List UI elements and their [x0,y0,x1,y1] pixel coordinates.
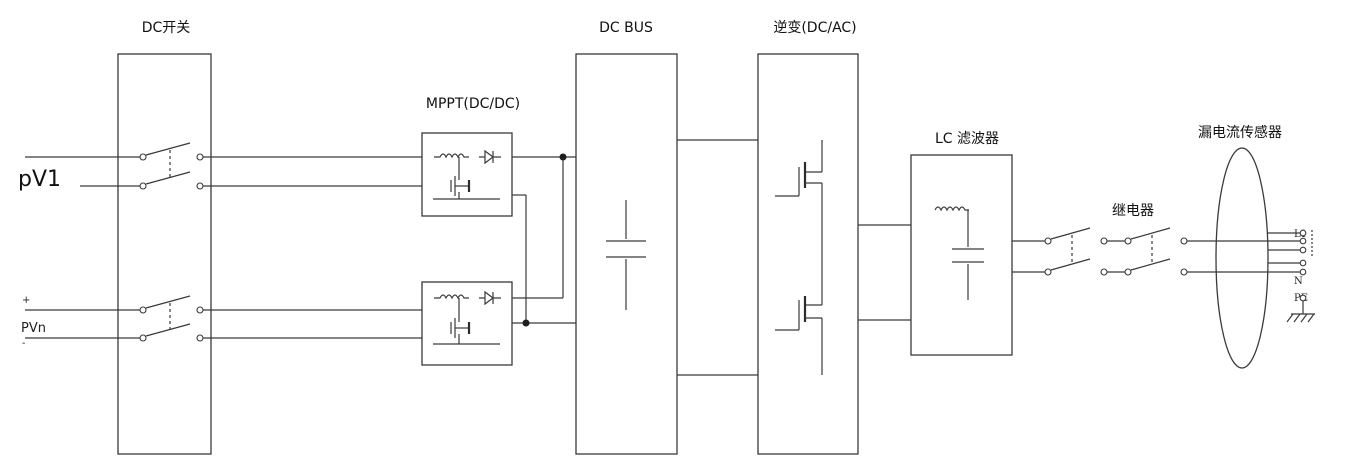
mppt-box-1 [421,132,513,217]
ground-symbol [1286,294,1315,323]
dc-switch-pv1 [25,142,204,190]
mppt-box-2 [421,281,513,366]
n-label: N [1294,276,1303,287]
inverter-box [757,53,859,455]
mppt-to-bus-wiring [512,153,576,327]
dc-bus-box [575,53,678,455]
svg-text:-: - [22,338,25,349]
pv1-label: pV1 [18,167,61,192]
pvn-label: PVn [21,321,46,336]
dc-bus-title: DC BUS [599,20,653,36]
lc-filter-circuit [934,206,984,300]
mppt-1-circuit [433,149,501,200]
dc-bus-capacitor [606,200,646,310]
mppt-2-circuit [433,290,501,345]
inverter-igbt-bottom [775,225,823,375]
leakage-sensor-title: 漏电流传感器 [1198,124,1282,141]
leakage-sensor-ellipse [1215,147,1269,369]
inverter-igbt-top [775,140,823,225]
relay-contacts [1044,227,1188,276]
svg-text:+: + [22,295,30,306]
dc-switch-title: DC开关 [142,20,191,36]
dc-switch-box [117,53,212,455]
inverter-title: 逆变(DC/AC) [773,20,856,36]
relay-title: 继电器 [1112,203,1154,219]
dc-switch-pvn: + - [22,295,204,349]
lc-filter-title: LC 滤波器 [935,131,999,147]
lc-filter-box [910,154,1013,356]
mppt-title: MPPT(DC/DC) [426,96,520,112]
output-terminals [1299,229,1313,276]
